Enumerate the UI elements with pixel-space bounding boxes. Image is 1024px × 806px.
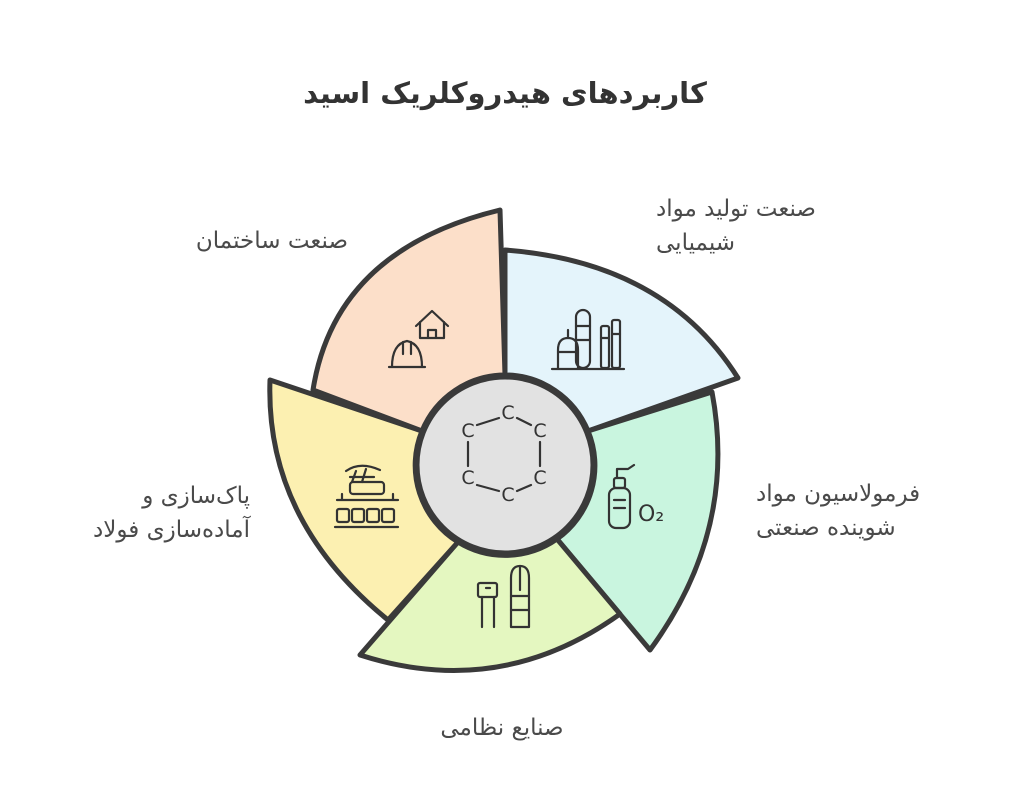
label-line: فرمولاسیون مواد	[756, 481, 921, 507]
chemical-plant-icon	[550, 308, 626, 371]
benzene-ring-icon: C C C C C C	[461, 402, 546, 506]
atom-label: C	[501, 484, 514, 506]
atom-label: C	[533, 467, 546, 489]
atom-label: C	[533, 420, 546, 442]
label-line: شوینده صنعتی	[756, 515, 896, 541]
atom-label: C	[461, 420, 474, 442]
label-line: صنعت تولید مواد	[656, 196, 816, 222]
oxygen-formula-text: O₂	[638, 502, 664, 527]
label-military-industry: صنایع نظامی	[392, 711, 612, 745]
label-line: شیمیایی	[656, 230, 736, 256]
atom-label: C	[501, 402, 514, 424]
label-line: پاک‌سازی و	[142, 483, 250, 509]
atom-label: C	[461, 467, 474, 489]
label-steel-cleaning: پاک‌سازی و آماده‌سازی فولاد	[93, 479, 250, 547]
label-line: آماده‌سازی فولاد	[93, 517, 250, 543]
label-line: صنایع نظامی	[440, 715, 564, 741]
label-chemical-industry: صنعت تولید مواد شیمیایی	[656, 192, 816, 260]
military-equipment-icon	[476, 564, 531, 629]
label-construction-industry: صنعت ساختمان	[196, 224, 348, 258]
label-detergent-formulation: فرمولاسیون مواد شوینده صنعتی	[756, 477, 920, 545]
center-circle	[414, 374, 596, 556]
label-line: صنعت ساختمان	[195, 228, 348, 254]
diagram-title: کاربردهای هیدروکلریک اسید	[303, 76, 707, 110]
house-hardhat-icon	[387, 309, 450, 369]
spray-bottle-oxygen-icon: O₂	[607, 463, 664, 530]
steel-cleaning-icon	[333, 464, 400, 529]
